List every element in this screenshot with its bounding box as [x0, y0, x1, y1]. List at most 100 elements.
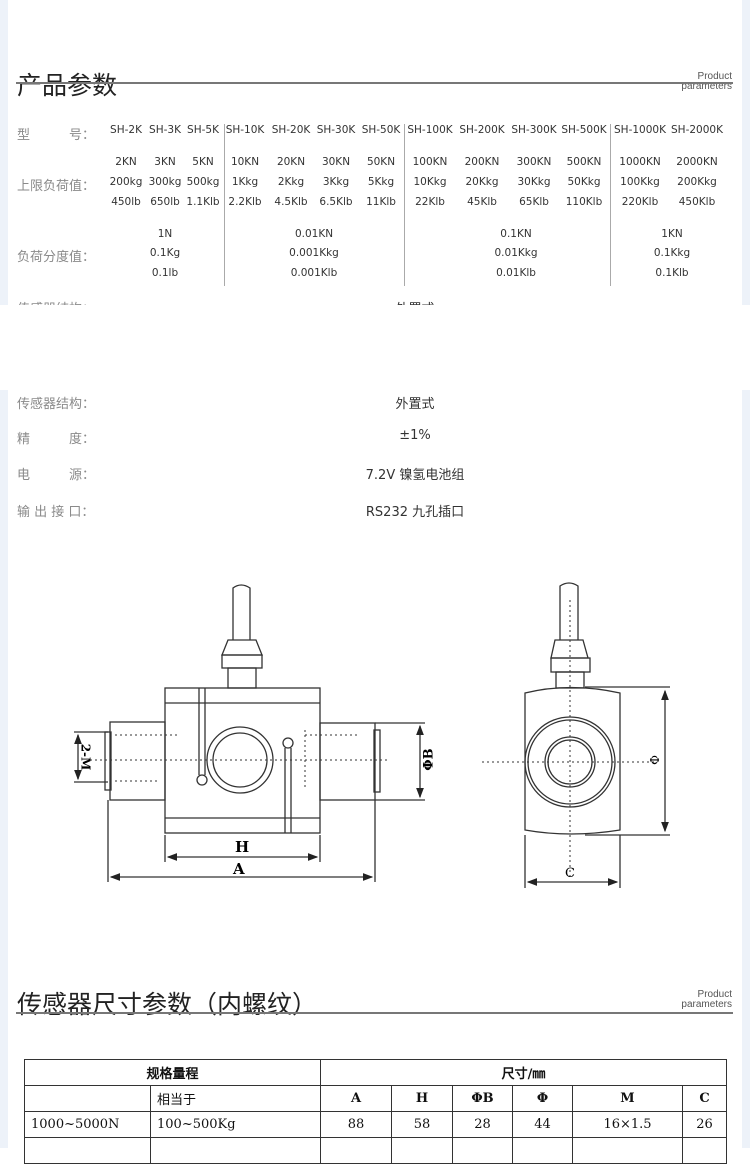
dim-label-M: 2-M — [78, 743, 93, 771]
model-cell: SH-300K — [511, 124, 557, 136]
group-divider — [610, 124, 611, 286]
resolution-n: 0.1KN — [500, 228, 532, 240]
model-cell: SH-20K — [271, 124, 311, 136]
dim-label-C: C — [565, 866, 575, 881]
side-view — [482, 582, 670, 888]
resolution-lb: 0.001Klb — [290, 267, 338, 279]
table-header-row: 规格量程 尺寸/㎜ — [24, 1059, 727, 1086]
model-cell: SH-50K — [361, 124, 401, 136]
model-cell: SH-1000K — [614, 124, 666, 136]
table-cell: 44 — [512, 1111, 573, 1138]
table-cell: 16×1.5 — [572, 1111, 683, 1138]
resolution-n: 1KN — [661, 228, 683, 240]
structure-label-cut: 传感器结构： — [17, 298, 95, 305]
capacity-kn-cell: 5KN — [192, 156, 214, 168]
resolution-kg: 0.1Kkg — [653, 247, 691, 259]
capacity-kn-cell: 100KN — [412, 156, 448, 168]
capacity-kn-cell: 1000KN — [619, 156, 661, 168]
column-header: Φ — [512, 1085, 573, 1112]
resolution-kg: 0.1Kg — [149, 247, 181, 259]
structure-value: 外置式 — [395, 397, 435, 412]
dim-label-B: ΦB — [421, 748, 437, 771]
capacity-lb-cell: 22Klb — [415, 196, 445, 208]
column-header: C — [682, 1085, 727, 1112]
page-margin-right — [742, 0, 750, 1148]
model-cell: SH-2000K — [671, 124, 723, 136]
capacity-kg-cell: 100Kkg — [620, 176, 660, 188]
blank-band — [0, 305, 750, 390]
table-cell: 26 — [682, 1111, 727, 1138]
accuracy-label: 精 度： — [17, 432, 96, 447]
capacity-lb-cell: 110Klb — [565, 196, 603, 208]
section-title-dimensions: 传感器尺寸参数（内螺纹） — [17, 990, 318, 1019]
capacity-lb-cell: 650lb — [150, 196, 180, 208]
dim-label-phi: Φ — [647, 755, 662, 765]
table-cell: 28 — [452, 1111, 513, 1138]
column-header: H — [391, 1085, 453, 1112]
header-size: 尺寸/㎜ — [320, 1059, 727, 1086]
capacity-kg-cell: 5Kkg — [367, 176, 395, 188]
capacity-kg-cell: 200kg — [109, 176, 143, 188]
model-cell: SH-100K — [407, 124, 453, 136]
column-header: ΦB — [452, 1085, 513, 1112]
table-cell: 88 — [320, 1111, 392, 1138]
power-value: 7.2V 镍氢电池组 — [365, 468, 465, 483]
accuracy-value: ±1% — [399, 428, 431, 443]
resolution-kg: 0.001Kkg — [289, 247, 339, 259]
resolution-lb: 0.01Klb — [496, 267, 536, 279]
capacity-kn-cell: 10KN — [230, 156, 260, 168]
dim-label-H: H — [235, 838, 250, 856]
table-cell: 58 — [391, 1111, 453, 1138]
capacity-kg-cell: 500kg — [186, 176, 220, 188]
capacity-lb-cell: 45Klb — [467, 196, 497, 208]
group-divider — [404, 124, 405, 286]
power-label: 电 源： — [17, 468, 96, 483]
model-cell: SH-3K — [149, 124, 181, 136]
section-divider — [16, 82, 733, 84]
capacity-kn-cell: 20KN — [276, 156, 306, 168]
table-row-partial — [24, 1137, 727, 1164]
capacity-kn-cell: 300KN — [516, 156, 552, 168]
model-cell: SH-2K — [110, 124, 142, 136]
structure-value-cut: 外置式 — [395, 298, 434, 305]
header-range: 规格量程 — [24, 1059, 321, 1086]
capacity-kg-cell: 200Kkg — [677, 176, 717, 188]
sensor-drawing — [74, 582, 670, 888]
structure-label: 传感器结构： — [17, 397, 96, 412]
capacity-kg-cell: 20Kkg — [465, 176, 499, 188]
capacity-kn-cell: 30KN — [321, 156, 351, 168]
capacity-lb-cell: 2.2Klb — [228, 196, 262, 208]
table-cell: 1000~5000N — [24, 1111, 151, 1138]
header-blank — [24, 1085, 151, 1112]
capacity-lb-cell: 65Klb — [519, 196, 549, 208]
resolution-kg: 0.01Kkg — [494, 247, 538, 259]
capacity-lb-cell: 4.5Klb — [274, 196, 308, 208]
resolution-lb: 0.1Klb — [655, 267, 689, 279]
capacity-kg-cell: 3Kkg — [322, 176, 350, 188]
output-value: RS232 九孔插口 — [365, 505, 465, 520]
column-header: A — [320, 1085, 392, 1112]
resolution-lb: 0.1lb — [151, 267, 179, 279]
header-equiv: 相当于 — [150, 1085, 321, 1112]
capacity-lb-cell: 6.5Klb — [319, 196, 353, 208]
page-margin-left — [0, 0, 8, 1148]
capacity-kn-cell: 200KN — [464, 156, 500, 168]
capacity-kg-cell: 10Kkg — [413, 176, 447, 188]
model-cell: SH-5K — [187, 124, 219, 136]
capacity-kg-cell: 30Kkg — [517, 176, 551, 188]
front-view — [74, 584, 425, 882]
model-cell: SH-10K — [225, 124, 265, 136]
capacity-label: 上限负荷值： — [17, 179, 96, 194]
capacity-kg-cell: 2Kkg — [277, 176, 305, 188]
table-cell: 100~500Kg — [150, 1111, 321, 1138]
model-cell: SH-30K — [316, 124, 356, 136]
capacity-lb-cell: 1.1Klb — [186, 196, 220, 208]
capacity-kn-cell: 2000KN — [676, 156, 718, 168]
dim-label-A: A — [233, 860, 245, 878]
section-divider-2 — [16, 1012, 733, 1014]
capacity-kn-cell: 3KN — [154, 156, 176, 168]
resolution-n: 0.01KN — [294, 228, 334, 240]
